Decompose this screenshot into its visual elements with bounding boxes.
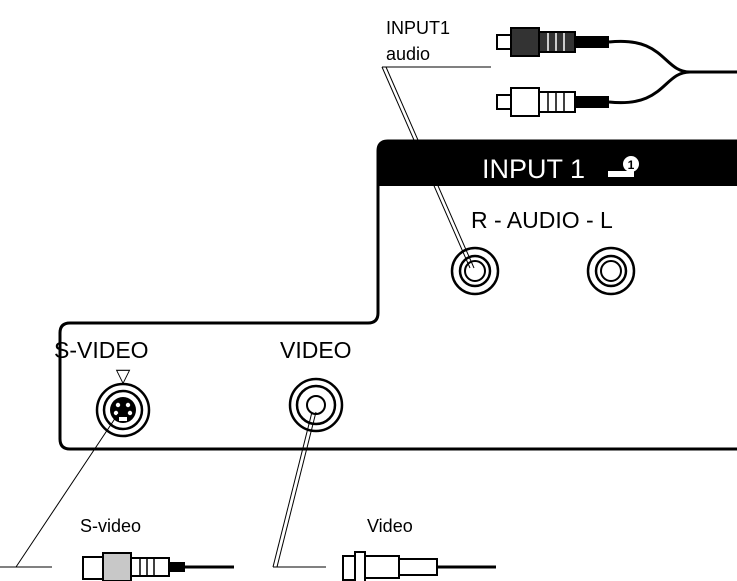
rca-plug-icon: [496, 87, 609, 117]
video-leader-line: [272, 411, 317, 568]
s-video-jack[interactable]: [95, 382, 151, 438]
audio-cable-wire: [608, 39, 737, 105]
input1-header-band: [378, 141, 737, 186]
input1-badge-number: 1: [628, 158, 635, 172]
input1-audio-label-line1: INPUT1: [386, 18, 450, 38]
video-jack-label: VIDEO: [280, 337, 352, 363]
s-video-leader-line: [15, 413, 119, 568]
input1-panel-title: INPUT 1: [482, 154, 585, 184]
s-video-cable-label: S-video: [80, 516, 141, 536]
back-panel-outline: [58, 139, 737, 451]
input1-audio-leader-line: [381, 66, 475, 269]
rca-plug-icon: [496, 27, 609, 57]
bnc-plug-icon: [342, 551, 496, 581]
s-video-jack-label: S-VIDEO: [54, 337, 149, 363]
audio-l-jack[interactable]: [586, 246, 636, 296]
input-1-badge-icon: 1: [608, 156, 639, 177]
video-jack[interactable]: [288, 377, 344, 433]
audio-jacks-label: R - AUDIO - L: [471, 207, 613, 233]
input1-audio-label-line2: audio: [386, 44, 430, 64]
s-video-marker-icon: ▽: [116, 366, 131, 387]
audio-r-jack[interactable]: [450, 246, 500, 296]
video-cable-label: Video: [367, 516, 413, 536]
s-video-plug-icon: [82, 552, 234, 581]
